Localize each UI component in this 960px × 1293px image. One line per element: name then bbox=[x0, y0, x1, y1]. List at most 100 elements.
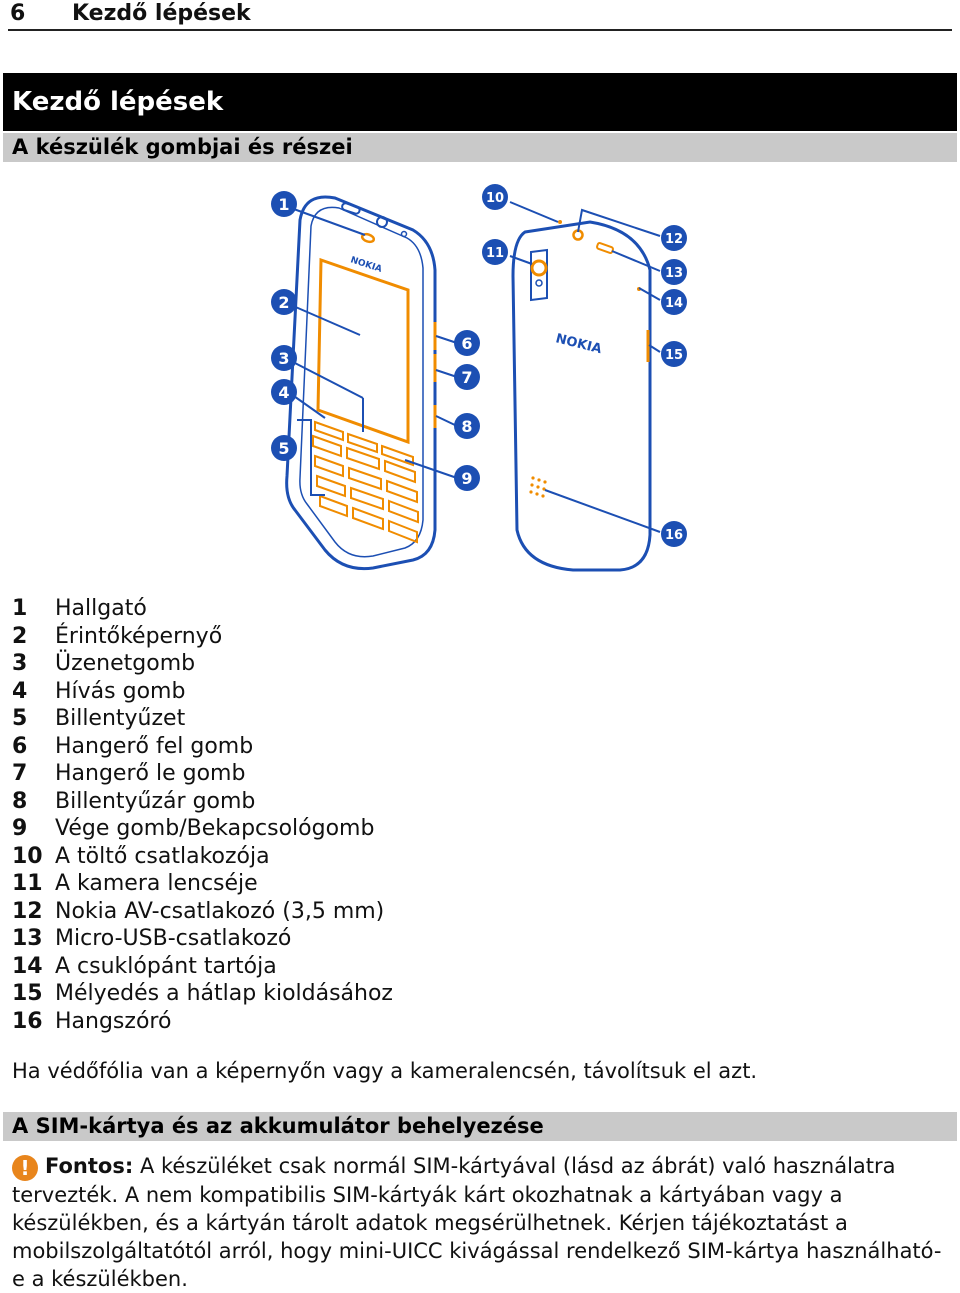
list-item: 11 A kamera lencséje bbox=[12, 870, 393, 898]
phone-front bbox=[285, 195, 437, 571]
svg-text:3: 3 bbox=[278, 349, 289, 368]
list-item: 6 Hangerő fel gomb bbox=[12, 733, 393, 761]
svg-text:16: 16 bbox=[665, 528, 683, 543]
item-number: 1 bbox=[12, 596, 28, 621]
callout-12: 12 bbox=[661, 225, 687, 251]
item-label: Hangszóró bbox=[55, 1008, 172, 1034]
leader-lines-front bbox=[290, 207, 458, 496]
svg-text:13: 13 bbox=[665, 266, 683, 281]
camera-lens bbox=[530, 259, 548, 277]
item-label: Érintőképernyő bbox=[55, 623, 223, 649]
callout-16: 16 bbox=[661, 521, 687, 547]
nav-keys bbox=[314, 420, 414, 467]
item-number: 11 bbox=[12, 871, 43, 896]
item-label: A kamera lencséje bbox=[55, 871, 258, 896]
list-item: 9 Vége gomb/Bekapcsológomb bbox=[12, 815, 393, 843]
callout-5: 5 bbox=[271, 435, 297, 461]
item-label: Mélyedés a hátlap kioldásához bbox=[55, 981, 393, 1006]
item-label: Vége gomb/Bekapcsológomb bbox=[55, 816, 375, 841]
svg-text:8: 8 bbox=[461, 417, 472, 436]
callouts: 1 2 3 4 5 6 7 8 9 10 11 12 13 14 15 16 bbox=[271, 184, 687, 547]
item-number: 10 bbox=[12, 843, 43, 869]
item-label: Billentyűzár gomb bbox=[55, 788, 256, 814]
svg-text:15: 15 bbox=[665, 348, 683, 363]
callout-7: 7 bbox=[454, 364, 480, 390]
item-label: Hangerő le gomb bbox=[55, 761, 246, 786]
item-number: 16 bbox=[12, 1008, 43, 1034]
list-item: 8 Billentyűzár gomb bbox=[12, 788, 393, 816]
svg-text:14: 14 bbox=[665, 296, 683, 311]
brand-back: NOKIA bbox=[554, 331, 603, 357]
svg-text:2: 2 bbox=[278, 293, 289, 312]
item-number: 14 bbox=[12, 953, 43, 979]
list-item: 7 Hangerő le gomb bbox=[12, 760, 393, 788]
item-number: 3 bbox=[12, 651, 28, 676]
list-item: 4 Hívás gomb bbox=[12, 678, 393, 706]
item-label: Micro-USB-csatlakozó bbox=[55, 926, 292, 951]
callout-13: 13 bbox=[661, 259, 687, 285]
important-text: A készüléket csak normál SIM-kártyával (… bbox=[12, 1154, 942, 1291]
list-item: 16 Hangszóró bbox=[12, 1008, 393, 1036]
item-label: Hívás gomb bbox=[55, 678, 186, 704]
item-label: Billentyűzet bbox=[55, 706, 186, 731]
touchscreen bbox=[316, 257, 410, 445]
callout-15: 15 bbox=[661, 341, 687, 367]
item-number: 2 bbox=[12, 623, 28, 649]
list-item: 13 Micro-USB-csatlakozó bbox=[12, 925, 393, 953]
page-number: 6 bbox=[10, 1, 26, 26]
callout-4: 4 bbox=[271, 379, 297, 405]
svg-text:9: 9 bbox=[461, 469, 472, 488]
item-number: 8 bbox=[12, 788, 28, 814]
callout-6: 6 bbox=[454, 330, 480, 356]
callout-2: 2 bbox=[271, 289, 297, 315]
callout-8: 8 bbox=[454, 413, 480, 439]
camera-module bbox=[530, 248, 548, 302]
callout-3: 3 bbox=[271, 345, 297, 371]
item-label: Üzenetgomb bbox=[55, 651, 196, 676]
svg-text:10: 10 bbox=[486, 191, 504, 206]
item-number: 13 bbox=[12, 926, 43, 951]
item-label: Hangerő fel gomb bbox=[55, 733, 254, 759]
list-item: 2 Érintőképernyő bbox=[12, 623, 393, 651]
svg-text:1: 1 bbox=[278, 195, 289, 214]
svg-text:6: 6 bbox=[461, 334, 472, 353]
item-number: 4 bbox=[12, 678, 28, 704]
item-number: 12 bbox=[12, 898, 43, 924]
list-item: 5 Billentyűzet bbox=[12, 705, 393, 733]
callout-14: 14 bbox=[661, 289, 687, 315]
phone-diagram: NOKIA NO bbox=[271, 184, 687, 572]
list-item: 3 Üzenetgomb bbox=[12, 650, 393, 678]
svg-text:5: 5 bbox=[278, 439, 289, 458]
item-label: A töltő csatlakozója bbox=[55, 843, 270, 869]
svg-text:7: 7 bbox=[461, 368, 472, 387]
svg-text:12: 12 bbox=[665, 232, 683, 247]
protective-film-note: Ha védőfólia van a képernyőn vagy a kame… bbox=[12, 1059, 758, 1083]
running-title: Kezdő lépések bbox=[72, 1, 251, 26]
leader-lines-back bbox=[509, 201, 661, 533]
item-label: A csuklópánt tartója bbox=[55, 953, 277, 979]
section-title-parts: A készülék gombjai és részei bbox=[3, 133, 957, 162]
item-number: 7 bbox=[12, 761, 28, 786]
svg-text:4: 4 bbox=[278, 383, 289, 402]
chapter-title: Kezdő lépések bbox=[3, 73, 957, 131]
list-item: 14 A csuklópánt tartója bbox=[12, 953, 393, 981]
warning-icon: ! bbox=[12, 1155, 38, 1181]
list-item: 10 A töltő csatlakozója bbox=[12, 843, 393, 871]
important-notice: !Fontos: A készüléket csak normál SIM-ká… bbox=[12, 1152, 948, 1293]
callout-10: 10 bbox=[482, 184, 508, 210]
item-number: 9 bbox=[12, 816, 28, 841]
item-number: 5 bbox=[12, 706, 28, 731]
callout-1: 1 bbox=[271, 191, 297, 217]
section-title-sim: A SIM-kártya és az akkumulátor behelyezé… bbox=[3, 1112, 957, 1141]
keypad bbox=[312, 434, 419, 544]
callout-9: 9 bbox=[454, 465, 480, 491]
item-number: 6 bbox=[12, 733, 28, 759]
list-item: 1 Hallgató bbox=[12, 595, 393, 623]
callout-11: 11 bbox=[482, 239, 508, 265]
running-header: 6 Kezdő lépések bbox=[8, 0, 952, 31]
svg-text:11: 11 bbox=[486, 246, 504, 261]
item-label: Hallgató bbox=[55, 596, 147, 621]
